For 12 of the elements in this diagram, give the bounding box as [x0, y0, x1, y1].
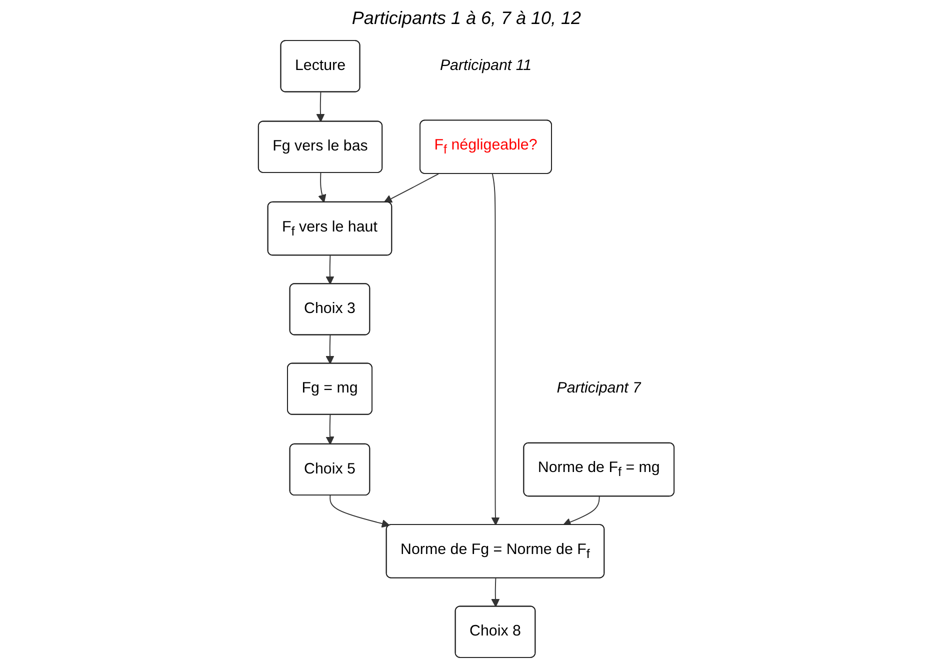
arrow [563, 496, 600, 526]
arrow [326, 414, 334, 445]
arrow [318, 172, 326, 203]
arrow [316, 92, 325, 122]
arrow [330, 495, 390, 528]
arrow [492, 173, 500, 526]
arrow [384, 173, 440, 203]
title: Participants 1 à 6, 7 à 10, 12 [352, 8, 582, 29]
node-label: Participant 11 [440, 58, 532, 74]
arrow [326, 334, 334, 364]
arrow [326, 255, 334, 284]
arrow [492, 578, 500, 608]
